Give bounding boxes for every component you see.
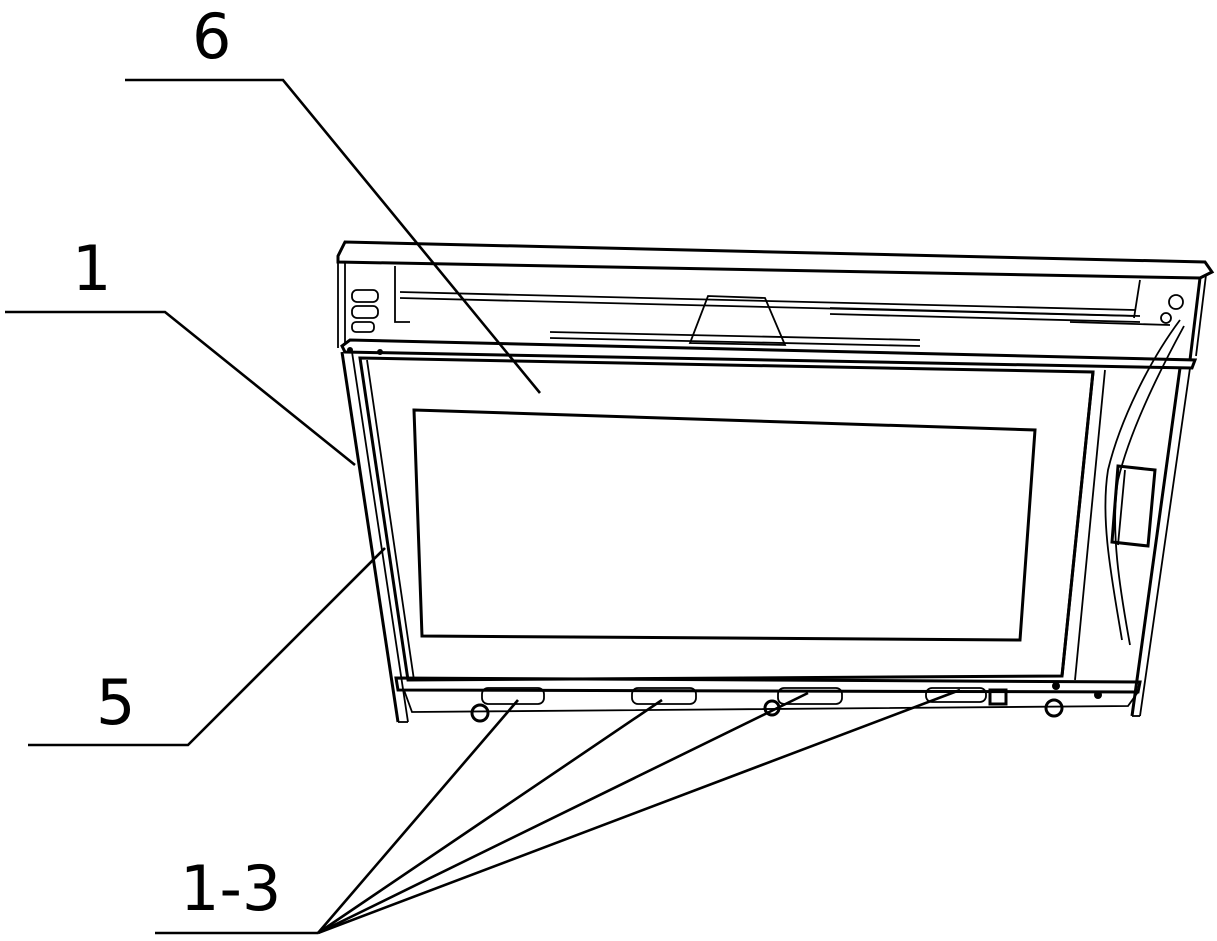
leader-6 xyxy=(125,78,542,394)
side-slot xyxy=(351,321,375,333)
front-door-panel xyxy=(358,356,1095,682)
leader-1-3-b xyxy=(317,698,663,935)
leader-1-3-c xyxy=(317,691,809,935)
right-outer-edge xyxy=(1130,367,1182,717)
base-plate xyxy=(403,689,1139,713)
right-rear-post xyxy=(1188,277,1202,361)
cable xyxy=(1104,319,1181,641)
left-outer-edge xyxy=(340,351,400,723)
bottom-foot xyxy=(631,687,697,705)
callout-1-3: 1-3 xyxy=(180,852,281,925)
top-lid xyxy=(336,240,1215,280)
leader-lines xyxy=(5,78,961,935)
junction-box xyxy=(1110,464,1157,548)
connector xyxy=(988,688,1008,706)
callout-6: 6 xyxy=(192,0,231,73)
bottom-foot xyxy=(925,687,987,703)
bottom-rail xyxy=(394,676,1142,694)
side-slot xyxy=(351,305,379,319)
screw xyxy=(470,703,490,723)
top-rail xyxy=(399,291,1136,311)
door-window xyxy=(412,408,1037,642)
side-slot xyxy=(351,289,379,303)
leader-1-3-d xyxy=(317,688,961,935)
callout-5: 5 xyxy=(96,666,135,739)
leader-1-3-a xyxy=(317,699,519,934)
bottom-foot xyxy=(777,687,843,705)
screw xyxy=(1044,698,1064,718)
center-bracket xyxy=(688,295,787,346)
callout-1: 1 xyxy=(72,232,111,305)
leader-1 xyxy=(5,310,356,467)
leader-5 xyxy=(28,547,386,747)
front-frame-top xyxy=(340,338,1198,370)
appliance-housing xyxy=(336,240,1215,723)
